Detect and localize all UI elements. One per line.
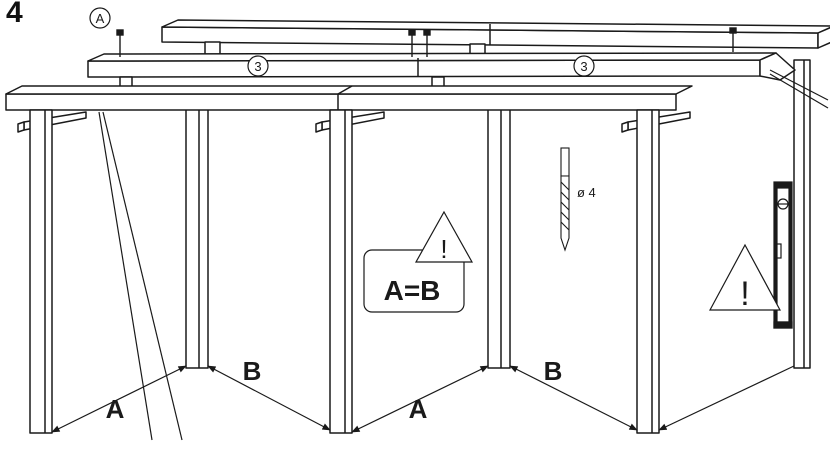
warning-mark: ! [740,275,749,313]
back-post [793,59,811,369]
warning-triangle-icon: ! [708,243,782,313]
equality-box [363,249,465,313]
warning-triangle-icon [414,210,474,263]
diagonal-a-line [351,365,489,433]
drill-size-label: ø 4 [577,185,596,200]
front-post [636,109,660,434]
screw-icon [116,29,124,57]
beam-callout: 3 [573,55,595,77]
beam-callout-label: 3 [580,59,587,74]
beam-callout-label: 3 [254,59,261,74]
screw-icon [729,27,737,52]
distance-label-b: B [243,356,262,386]
diagonal-b-line [207,365,331,431]
back-post [487,107,511,369]
distance-label-a: A [106,394,125,424]
roof-beam-middle [87,52,796,81]
beam-callout: 3 [247,55,269,77]
screw-icon [423,29,431,57]
step-number: 4 [6,0,23,29]
part-callout-label: A [96,11,105,26]
diagonal-b-line [509,365,638,431]
spirit-level-icon [773,181,793,329]
front-post [29,109,53,434]
distance-label-a: A [409,394,428,424]
distance-label-b: B [544,356,563,386]
roof-beam-front [5,85,693,111]
diagonal-a-line [658,365,795,431]
roof-beam-back [161,19,830,49]
screw-icon [408,29,416,57]
drill-bit-icon [560,147,570,252]
part-callout-a: A [89,7,111,29]
equality-callout: ! A=B [363,210,474,313]
warning-mark: ! [440,234,447,264]
equality-text: A=B [384,275,441,306]
back-post [185,107,209,369]
diagonal-a-line [51,365,187,433]
front-post [329,109,353,434]
